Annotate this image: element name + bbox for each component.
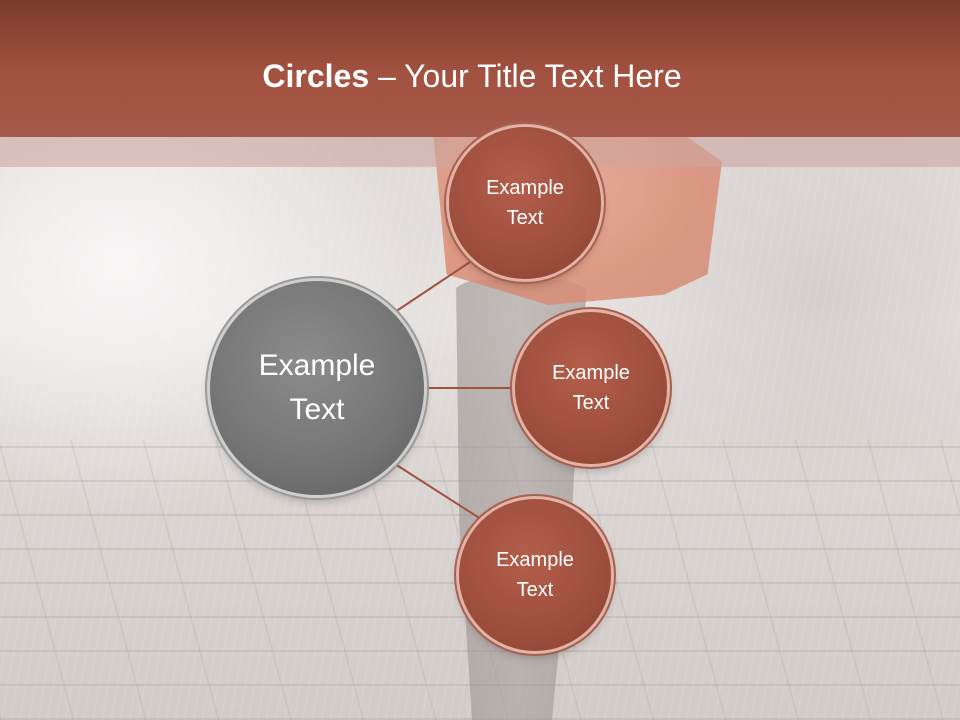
- circle-middle-line1: Example: [552, 362, 630, 384]
- circle-bottom-line2: Text: [516, 579, 554, 601]
- center-circle-line2: Text: [289, 393, 345, 426]
- title-bold: Circles: [262, 58, 370, 94]
- connector-top: [394, 257, 477, 313]
- title-bar: [0, 0, 960, 137]
- slide-title: Circles – Your Title Text Here: [0, 52, 944, 100]
- circle-bottom-text: Example Text: [496, 545, 574, 605]
- circle-middle[interactable]: Example Text: [515, 312, 667, 464]
- circle-top-line2: Text: [506, 207, 544, 229]
- circle-bottom[interactable]: Example Text: [459, 499, 611, 651]
- circle-top[interactable]: Example Text: [449, 127, 601, 279]
- circle-bottom-line1: Example: [496, 549, 574, 571]
- circle-top-line1: Example: [486, 177, 564, 199]
- circle-middle-text: Example Text: [552, 358, 630, 418]
- center-circle-text: Example Text: [259, 344, 376, 432]
- title-rest: – Your Title Text Here: [369, 58, 682, 94]
- circle-middle-line2: Text: [572, 392, 610, 414]
- connector-bottom: [394, 463, 485, 522]
- center-circle[interactable]: Example Text: [210, 281, 424, 495]
- center-circle-line1: Example: [258, 349, 376, 382]
- circle-top-text: Example Text: [486, 173, 564, 233]
